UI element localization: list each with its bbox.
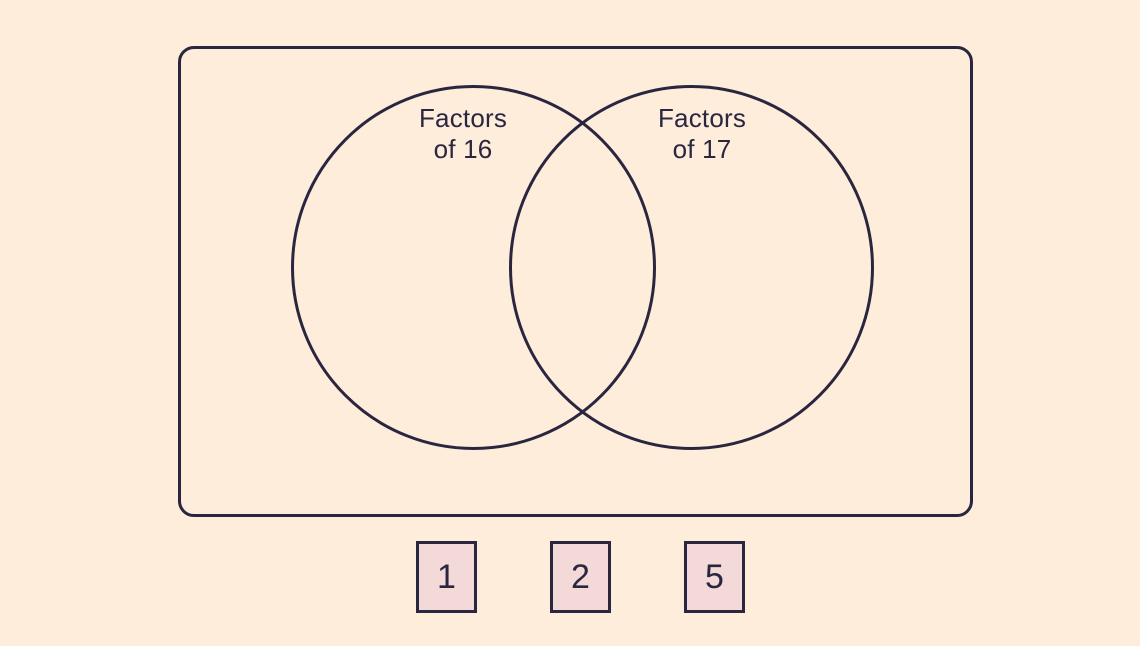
venn-label-right: Factors of 17 xyxy=(657,103,747,164)
number-tile-2[interactable]: 2 xyxy=(550,541,611,613)
venn-universe-frame xyxy=(178,46,973,517)
number-tile-tray: 1 2 5 xyxy=(0,541,1140,615)
venn-label-left: Factors of 16 xyxy=(418,103,508,164)
venn-circle-right[interactable] xyxy=(509,85,874,450)
number-tile-1[interactable]: 1 xyxy=(416,541,477,613)
number-tile-5[interactable]: 5 xyxy=(684,541,745,613)
